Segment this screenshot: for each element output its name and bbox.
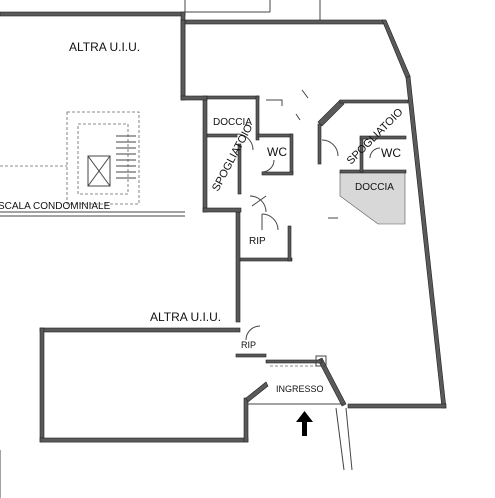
lower-unit-walls xyxy=(39,325,344,443)
rip-upper-room xyxy=(239,213,293,262)
label-doccia-right: DOCCIA xyxy=(355,182,394,193)
label-altra-uiu-top: ALTRA U.I.U. xyxy=(69,40,140,54)
label-wc-left: WC xyxy=(267,145,287,159)
label-doccia-left: DOCCIA xyxy=(213,117,252,128)
label-scala-condominiale: SCALA CONDOMINIALE xyxy=(0,201,111,212)
label-rip-upper: RIP xyxy=(249,236,266,247)
neighbour-unit-top xyxy=(0,0,321,99)
exterior-lines xyxy=(0,407,353,498)
label-rip-lower: RIP xyxy=(241,340,256,350)
left-changing-block xyxy=(206,89,309,213)
label-altra-uiu-mid: ALTRA U.I.U. xyxy=(150,310,221,324)
label-ingresso: INGRESSO xyxy=(276,384,324,394)
label-wc-right: WC xyxy=(381,146,401,160)
label-spogliatoio-left: SPOGLIATOIO xyxy=(210,122,256,194)
stair-core xyxy=(0,111,185,217)
right-changing-block xyxy=(317,99,409,225)
main-unit-walls xyxy=(180,19,447,409)
arrow-up-icon xyxy=(296,411,313,436)
